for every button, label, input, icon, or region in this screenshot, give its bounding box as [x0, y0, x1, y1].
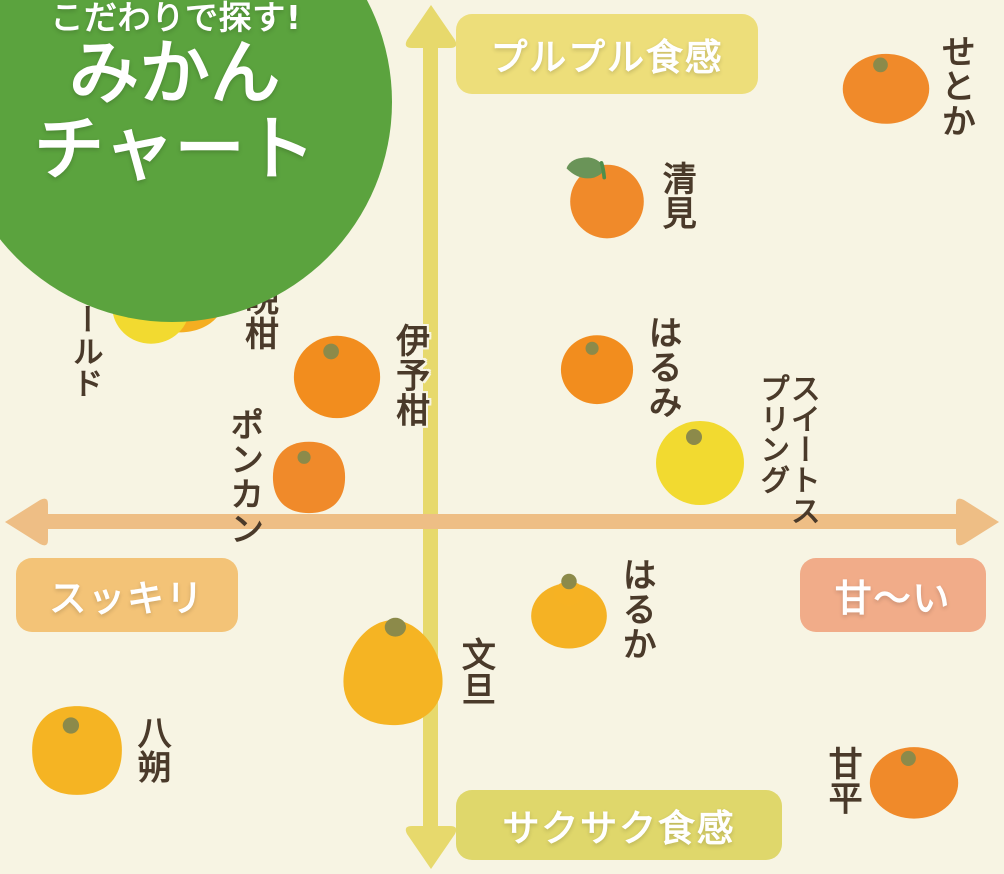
fruit-label: ポンカン — [223, 406, 264, 546]
title-line-1: みかん — [69, 32, 281, 115]
axis-label-left: スッキリ — [16, 558, 238, 632]
fruit-marker — [867, 734, 961, 828]
axis-label-bottom: サクサク食感 — [456, 790, 782, 860]
fruit-label: 清見 — [656, 161, 697, 231]
fruit-marker — [526, 566, 612, 652]
title-badge: こだわりで探す! みかん チャート — [0, 0, 392, 322]
fruit-marker — [334, 613, 452, 731]
arrow-up-icon — [403, 2, 459, 48]
horizontal-axis-line — [18, 514, 986, 529]
fruit-label: 伊予柑 — [389, 322, 430, 427]
arrow-right-icon — [956, 496, 1002, 548]
arrow-down-icon — [403, 826, 459, 872]
fruit-marker — [26, 699, 128, 801]
fruit-label: はるみ — [641, 315, 682, 420]
fruit-marker — [556, 327, 638, 409]
fruit-marker — [840, 41, 932, 133]
fruit-marker — [650, 411, 750, 511]
axis-label-right: 甘〜い — [800, 558, 986, 632]
fruit-marker — [561, 150, 653, 242]
fruit-label: 甘平 — [822, 746, 863, 816]
vertical-axis-line — [423, 30, 438, 830]
fruit-label: はるか — [616, 556, 657, 661]
title-line-2: チャート — [34, 107, 316, 190]
fruit-marker — [268, 436, 350, 518]
fruit-marker — [288, 326, 386, 424]
arrow-left-icon — [2, 496, 48, 548]
page-title: こだわりで探す! みかん チャート — [0, 0, 392, 187]
axis-label-top: プルプル食感 — [456, 14, 758, 94]
fruit-label: スイートスプリング — [754, 373, 820, 527]
title-kicker: こだわりで探す! — [50, 0, 302, 37]
fruit-label: せとか — [935, 34, 976, 139]
fruit-label: 八朔 — [131, 714, 172, 785]
fruit-label: 文旦 — [455, 636, 496, 707]
